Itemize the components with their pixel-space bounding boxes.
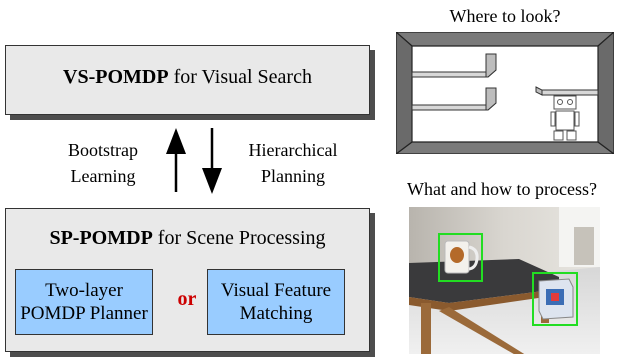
vs-pomdp-box: VS-POMDP for Visual Search	[5, 45, 370, 115]
sp-pomdp-name: SP-POMDP	[49, 227, 153, 249]
feature-matching-box: Visual Feature Matching	[207, 269, 345, 335]
robot-icon	[550, 95, 580, 141]
hierarchical-line2: Planning	[260, 166, 325, 186]
vs-pomdp-desc: for Visual Search	[168, 66, 312, 88]
arrows-graphic	[166, 128, 222, 194]
box-detection-box	[532, 272, 578, 326]
lower-shelf-icon	[411, 87, 497, 111]
vs-pomdp-name: VS-POMDP	[63, 66, 169, 88]
matching-line1: Visual Feature	[220, 280, 332, 301]
room-shelves-illustration	[396, 32, 614, 154]
scene-photo	[409, 207, 600, 354]
where-to-look-caption: Where to look?	[449, 6, 561, 26]
vs-pomdp-title: VS-POMDP for Visual Search	[6, 66, 369, 89]
scene-photo-image	[409, 207, 600, 354]
hierarchical-line1: Hierarchical	[248, 140, 338, 160]
planner-line2: POMDP Planner	[20, 303, 148, 324]
sp-pomdp-desc: for Scene Processing	[152, 227, 326, 249]
pomdp-planner-box: Two-layer POMDP Planner	[15, 269, 153, 335]
bootstrap-line1: Bootstrap	[68, 140, 138, 160]
right-shelf-icon	[535, 86, 599, 96]
mug-detection-box	[438, 233, 483, 282]
what-how-process-caption: What and how to process?	[407, 179, 597, 199]
planner-line1: Two-layer	[45, 280, 123, 301]
sp-pomdp-title: SP-POMDP for Scene Processing	[6, 227, 369, 250]
hierarchical-planning-label: Hierarchical Planning	[228, 137, 358, 189]
sp-pomdp-box: SP-POMDP for Scene Processing Two-layer …	[5, 208, 370, 352]
matching-line2: Matching	[239, 303, 313, 324]
down-arrow-icon	[202, 128, 222, 194]
up-arrow-icon	[166, 128, 186, 192]
or-label: or	[177, 288, 197, 310]
bootstrap-learning-label: Bootstrap Learning	[48, 137, 158, 189]
bootstrap-line2: Learning	[70, 166, 136, 186]
upper-shelf-icon	[411, 53, 497, 78]
